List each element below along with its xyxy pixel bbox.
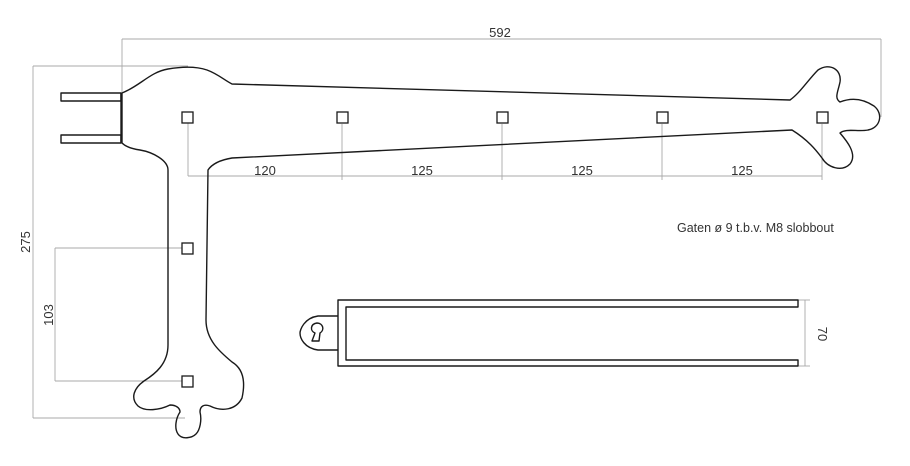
profile-eye bbox=[299, 315, 338, 351]
dim-vertical-spacing: 103 bbox=[41, 304, 56, 326]
strap-outline bbox=[121, 66, 881, 439]
hole-note: Gaten ø 9 t.b.v. M8 slobbout bbox=[677, 221, 834, 235]
dim-profile-height: 70 bbox=[815, 327, 830, 341]
mounting-hole bbox=[336, 111, 349, 124]
dim-overall-height: 275 bbox=[18, 231, 33, 253]
mounting-hole bbox=[816, 111, 829, 124]
mounting-hole bbox=[496, 111, 509, 124]
dim-spacing-2: 125 bbox=[411, 163, 433, 178]
hinge-strap bbox=[60, 66, 881, 439]
hinge-lug-top bbox=[60, 92, 122, 102]
dimension-labels: 592 120 125 125 125 275 103 70 bbox=[18, 25, 830, 341]
dim-spacing-3: 125 bbox=[571, 163, 593, 178]
hinge-lug-bottom bbox=[60, 134, 122, 144]
profile-outline bbox=[337, 299, 799, 367]
mounting-hole bbox=[181, 111, 194, 124]
dim-spacing-1: 120 bbox=[254, 163, 276, 178]
mounting-hole bbox=[656, 111, 669, 124]
dimension-lines bbox=[32, 38, 882, 419]
dim-overall-length: 592 bbox=[489, 25, 511, 40]
keyhole-icon bbox=[310, 322, 324, 342]
mounting-hole bbox=[181, 242, 194, 255]
side-profile bbox=[299, 299, 799, 367]
mounting-hole bbox=[181, 375, 194, 388]
dim-spacing-4: 125 bbox=[731, 163, 753, 178]
